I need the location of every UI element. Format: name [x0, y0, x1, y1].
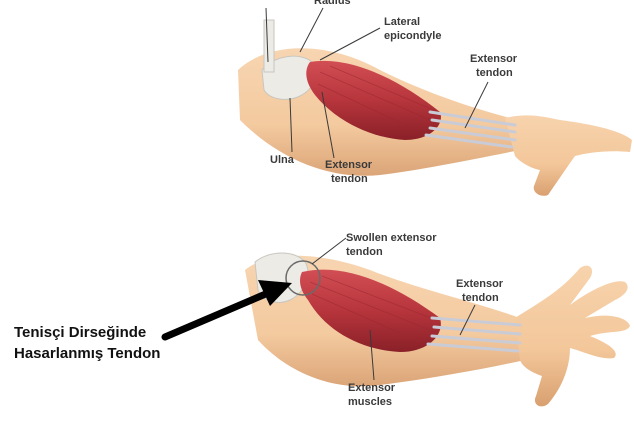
bottom-hand	[515, 266, 630, 407]
caption-line1: Tenisçi Dirseğinde	[14, 323, 146, 342]
label-extensor-muscles-line1: Extensor	[348, 382, 395, 395]
label-ulna: Ulna	[270, 154, 294, 167]
bottom-arm	[165, 238, 630, 406]
label-extensor-muscles-line2: muscles	[348, 396, 392, 409]
label-lateral-epicondyle-line1: Lateral	[384, 16, 420, 29]
label-swollen-tendon-line2: tendon	[346, 246, 383, 259]
label-bottom-extensor-tendon-right-line2: tendon	[462, 292, 499, 305]
caption-line2: Hasarlanmış Tendon	[14, 344, 160, 363]
label-lateral-epicondyle-line2: epicondyle	[384, 30, 441, 43]
label-swollen-tendon-line1: Swollen extensor	[346, 232, 436, 245]
label-top-extensor-tendon-right-line1: Extensor	[470, 53, 517, 66]
label-bottom-extensor-tendon-right-line1: Extensor	[456, 278, 503, 291]
label-top-extensor-tendon-bottom-line1: Extensor	[325, 159, 372, 172]
top-hand	[505, 115, 632, 195]
label-top-extensor-tendon-bottom-line2: tendon	[331, 173, 368, 186]
label-top-extensor-tendon-right-line2: tendon	[476, 67, 513, 80]
label-radius: Radius	[314, 0, 351, 8]
top-humerus	[264, 20, 274, 72]
